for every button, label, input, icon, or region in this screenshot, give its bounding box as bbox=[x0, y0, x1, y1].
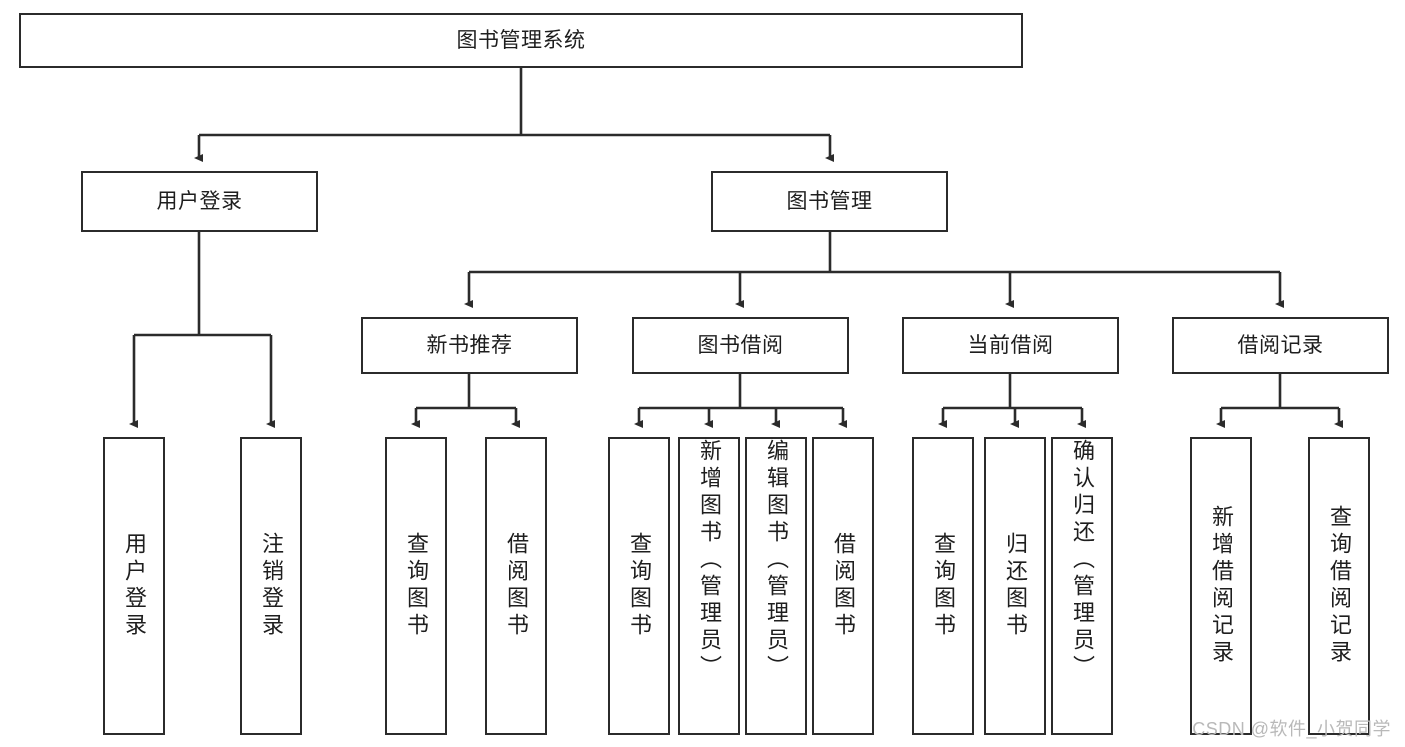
node-leaf-query-book-rec[interactable]: 查询图书 bbox=[385, 437, 447, 735]
node-leaf-edit-book[interactable]: 编辑图书（管理员） bbox=[745, 437, 807, 735]
node-leaf-confirm-return[interactable]: 确认归还（管理员） bbox=[1051, 437, 1113, 735]
node-book-borrow[interactable]: 图书借阅 bbox=[632, 317, 849, 374]
node-leaf-add-book[interactable]: 新增图书（管理员） bbox=[678, 437, 740, 735]
node-new-book-recommend-label: 新书推荐 bbox=[426, 333, 513, 357]
node-leaf-return-book[interactable]: 归还图书 bbox=[984, 437, 1046, 735]
watermark: CSDN @软件_小贺同学 bbox=[1192, 719, 1391, 739]
node-current-borrow[interactable]: 当前借阅 bbox=[902, 317, 1119, 374]
node-book-borrow-label: 图书借阅 bbox=[697, 333, 784, 357]
node-leaf-add-record[interactable]: 新增借阅记录 bbox=[1190, 437, 1252, 735]
node-new-book-recommend[interactable]: 新书推荐 bbox=[361, 317, 578, 374]
node-leaf-borrow-book-rec-label: 借阅图书 bbox=[504, 532, 529, 640]
node-leaf-query-book[interactable]: 查询图书 bbox=[608, 437, 670, 735]
node-borrow-record[interactable]: 借阅记录 bbox=[1172, 317, 1389, 374]
node-leaf-logout[interactable]: 注销登录 bbox=[240, 437, 302, 735]
node-leaf-confirm-return-label: 确认归还（管理员） bbox=[1070, 439, 1095, 682]
node-root[interactable]: 图书管理系统 bbox=[19, 13, 1023, 68]
node-book-manage-label: 图书管理 bbox=[786, 189, 873, 213]
node-user-login-label: 用户登录 bbox=[156, 189, 243, 213]
node-root-label: 图书管理系统 bbox=[456, 28, 586, 52]
node-book-manage[interactable]: 图书管理 bbox=[711, 171, 948, 232]
node-leaf-borrow-book-rec[interactable]: 借阅图书 bbox=[485, 437, 547, 735]
node-leaf-query-book-label: 查询图书 bbox=[627, 532, 652, 640]
node-leaf-borrow-book[interactable]: 借阅图书 bbox=[812, 437, 874, 735]
node-leaf-return-book-label: 归还图书 bbox=[1003, 532, 1028, 640]
node-leaf-user-login-label: 用户登录 bbox=[122, 532, 147, 640]
node-leaf-query-book-rec-label: 查询图书 bbox=[404, 532, 429, 640]
node-leaf-edit-book-label: 编辑图书（管理员） bbox=[764, 439, 789, 682]
node-leaf-add-record-label: 新增借阅记录 bbox=[1209, 505, 1234, 667]
node-borrow-record-label: 借阅记录 bbox=[1237, 333, 1324, 357]
node-leaf-query-record[interactable]: 查询借阅记录 bbox=[1308, 437, 1370, 735]
node-user-login[interactable]: 用户登录 bbox=[81, 171, 318, 232]
node-leaf-query-book-cur[interactable]: 查询图书 bbox=[912, 437, 974, 735]
node-leaf-borrow-book-label: 借阅图书 bbox=[831, 532, 856, 640]
node-leaf-query-book-cur-label: 查询图书 bbox=[931, 532, 956, 640]
node-leaf-add-book-label: 新增图书（管理员） bbox=[697, 439, 722, 682]
node-leaf-logout-label: 注销登录 bbox=[259, 532, 284, 640]
node-current-borrow-label: 当前借阅 bbox=[967, 333, 1054, 357]
node-leaf-user-login[interactable]: 用户登录 bbox=[103, 437, 165, 735]
node-leaf-query-record-label: 查询借阅记录 bbox=[1327, 505, 1352, 667]
